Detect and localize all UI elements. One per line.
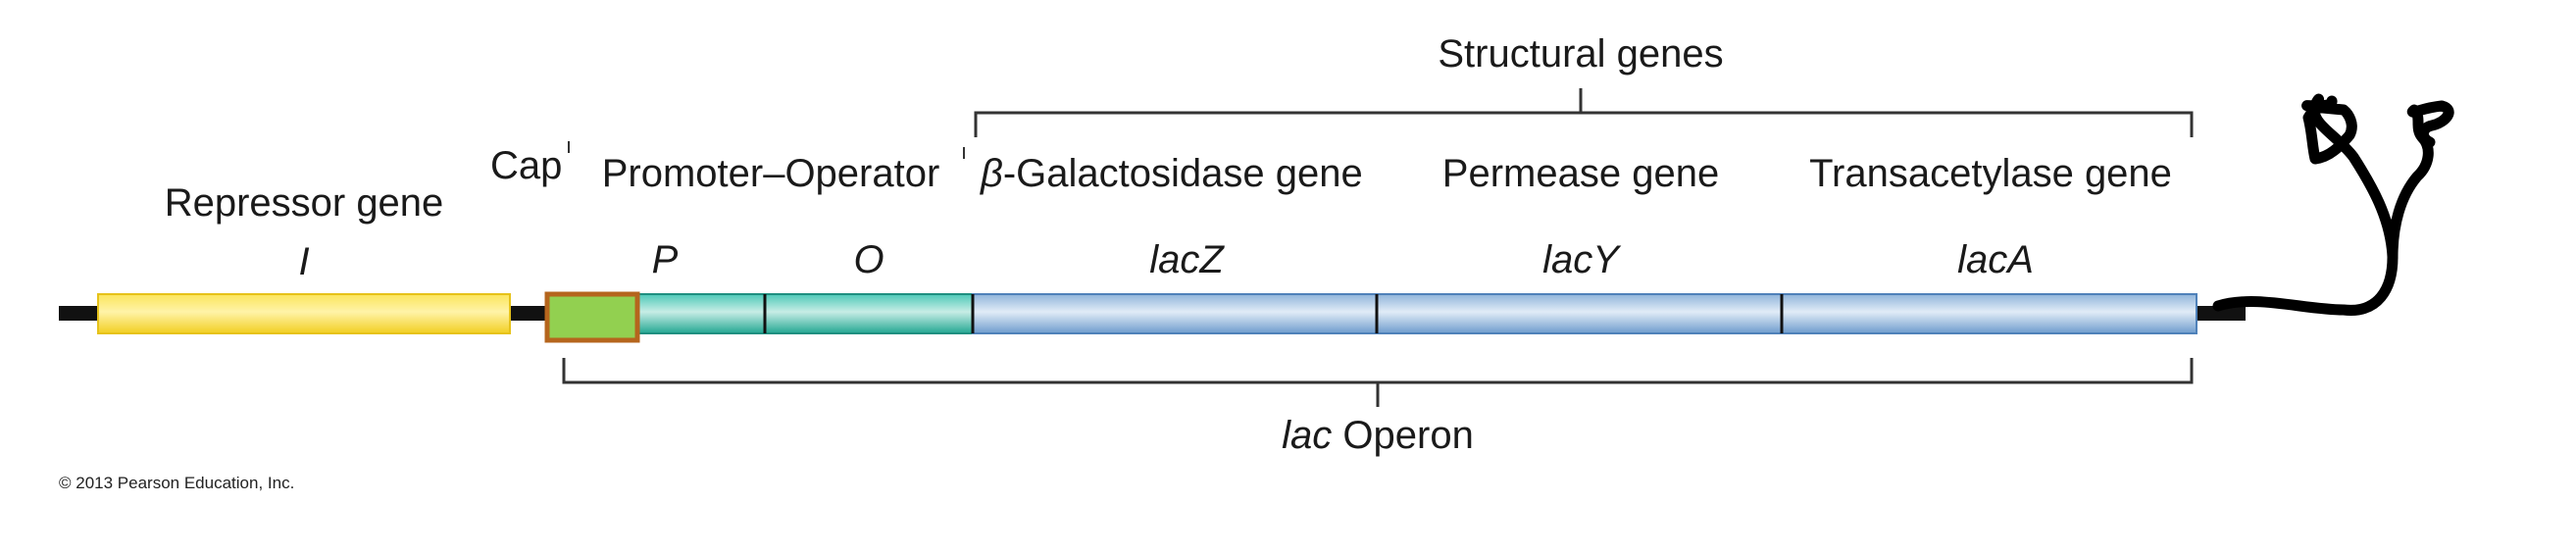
repressor-gene-bar (97, 293, 511, 334)
lacy-symbol: lacY (1542, 238, 1622, 281)
transacetylase-gene-label: Transacetylase gene (1809, 152, 2172, 195)
operon-space (1332, 414, 1342, 457)
cap-label: Cap (490, 144, 562, 187)
galactosidase-gene-label: β-Galactosidase gene (980, 152, 1363, 195)
copyright-notice: © 2013 Pearson Education, Inc. (59, 474, 294, 492)
lacz-symbol: lacZ (1149, 238, 1225, 281)
o-symbol: O (853, 238, 884, 281)
permease-gene-label: Permease gene (1442, 152, 1719, 195)
lac-operon-label: lac Operon (1282, 414, 1474, 457)
structural-genes-label: Structural genes (1438, 32, 1723, 76)
promoter-operator-label: Promoter–Operator (602, 152, 940, 195)
cap-box (544, 291, 640, 343)
beta-symbol: β (980, 152, 1003, 195)
operon-word: Operon (1342, 414, 1473, 457)
lac-italic: lac (1282, 414, 1332, 457)
promoter-operator-bar (612, 293, 974, 334)
structural-genes-bar (972, 293, 2197, 334)
p-symbol: P (652, 238, 679, 281)
repressor-gene-label: Repressor gene (165, 181, 444, 225)
galactosidase-gene-text: -Galactosidase gene (1003, 152, 1363, 195)
laca-symbol: lacA (1957, 238, 2034, 281)
terminator-hairpin-loop (2387, 100, 2454, 263)
terminator-hairpin-drawing (2212, 93, 2399, 316)
dna-backbone-right (2197, 306, 2246, 321)
structural-genes-bracket (974, 88, 2194, 137)
lac-operon-bracket (562, 358, 2194, 407)
repressor-symbol: I (298, 240, 309, 283)
